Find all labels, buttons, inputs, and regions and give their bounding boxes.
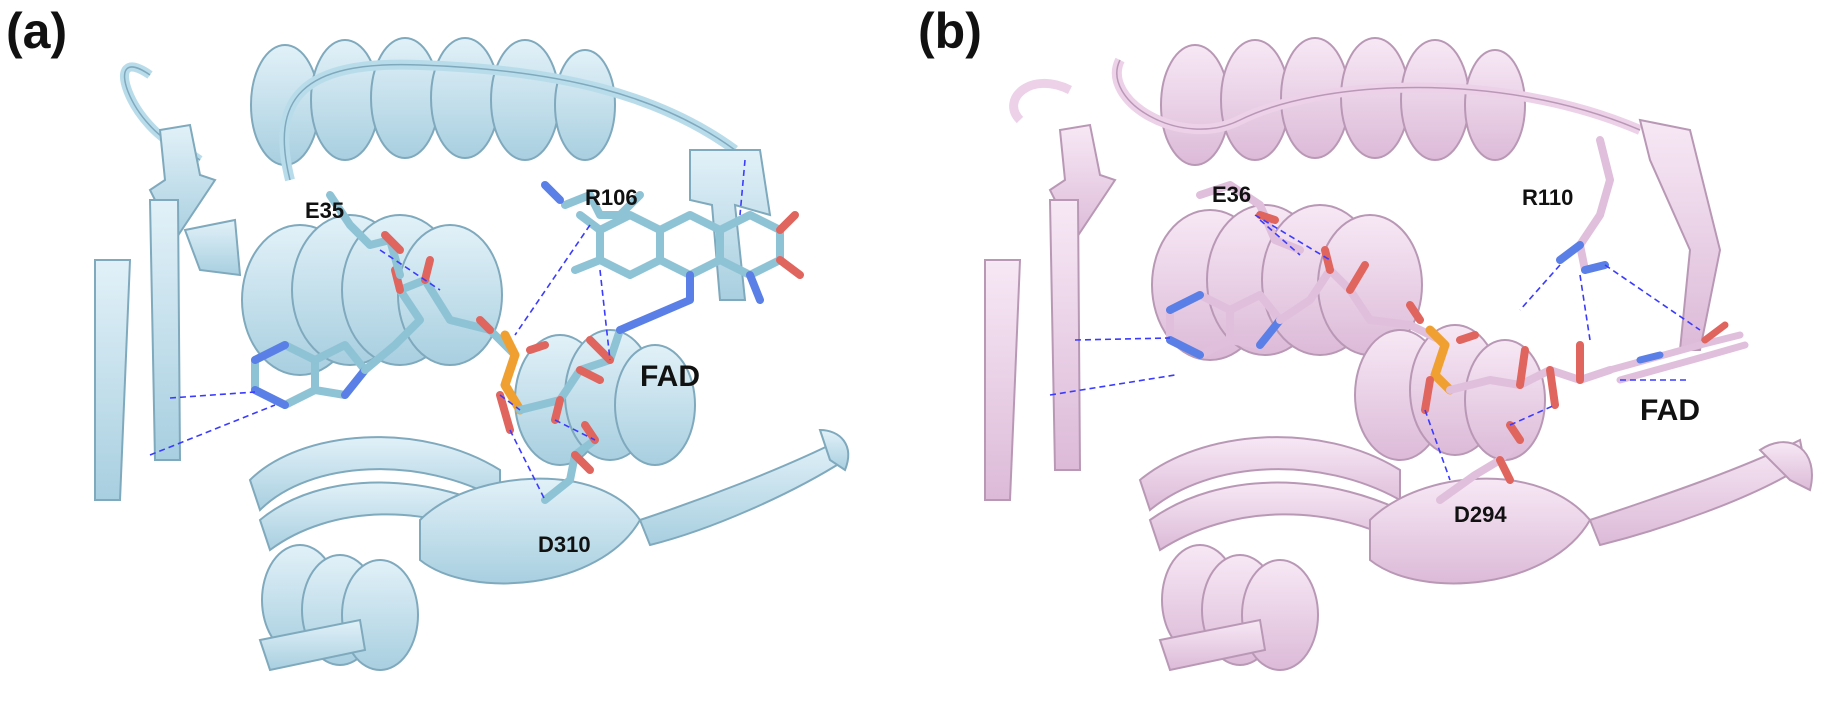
panel-b-letter: (b) <box>918 3 982 59</box>
panel-a: (a) <box>6 3 850 672</box>
panel-a-ligand-label: FAD <box>640 360 700 393</box>
panel-b-ligand-label: FAD <box>1640 394 1700 427</box>
panel-b-top-helix <box>1160 37 1526 166</box>
panel-a-protein-ribbon <box>94 37 850 672</box>
panel-a-letter: (a) <box>6 3 67 59</box>
panel-b: (b) <box>918 3 1813 672</box>
panel-b-residue-label-3: D294 <box>1454 502 1507 527</box>
panel-b-hydrogen-bonds <box>1049 214 1701 481</box>
panel-a-hydrogen-bonds <box>149 159 746 501</box>
panel-a-top-helix <box>250 37 616 166</box>
panel-b-residue-label-1: E36 <box>1212 182 1251 207</box>
panel-a-lower-helix <box>514 329 696 466</box>
panel-b-residue-label-2: R110 <box>1522 185 1573 210</box>
panel-b-fad-ligand <box>1166 136 1749 504</box>
panel-a-fad-ligand <box>251 181 804 504</box>
panel-a-residue-label-2: R106 <box>585 185 638 210</box>
panel-b-protein-ribbon <box>984 37 1813 672</box>
panel-a-residue-label-1: E35 <box>305 198 344 223</box>
panel-a-residue-label-3: D310 <box>538 532 591 557</box>
